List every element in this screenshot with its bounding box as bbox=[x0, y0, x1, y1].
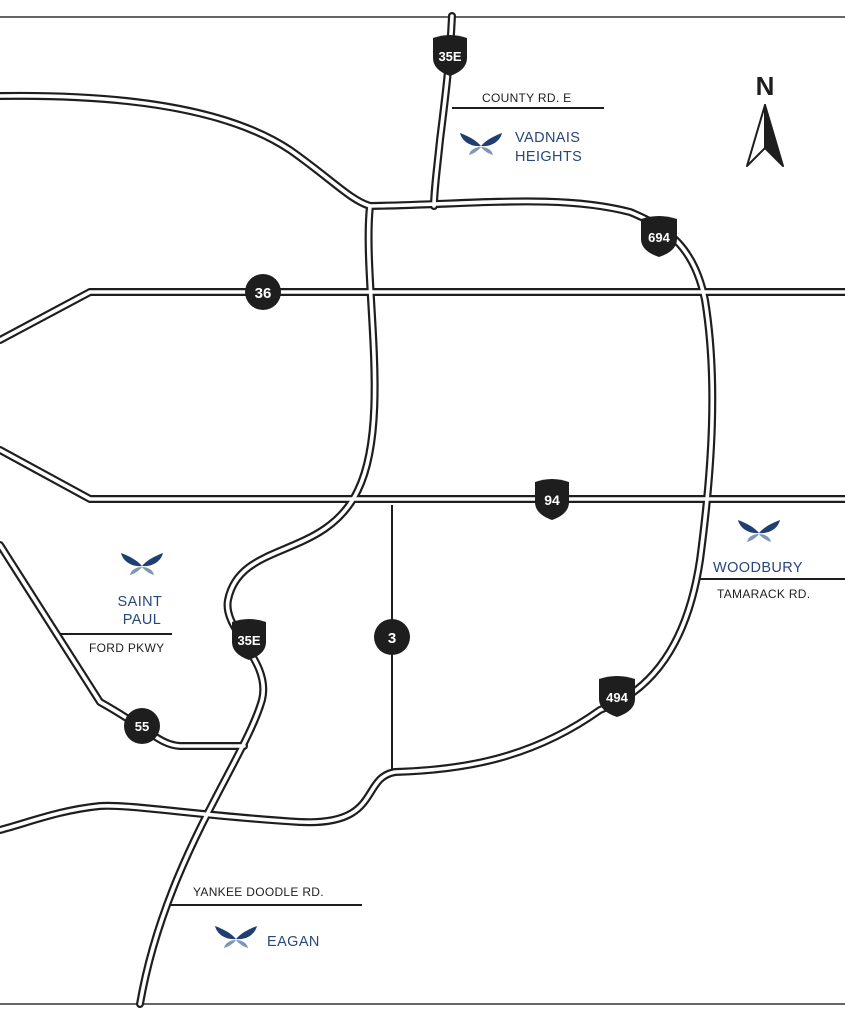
i494-shield-text: 494 bbox=[606, 690, 628, 705]
heights-label-line: HEIGHTS bbox=[515, 149, 582, 165]
paul-label-line: PAUL bbox=[123, 612, 161, 628]
hwy-55-shield-text: 55 bbox=[135, 719, 149, 734]
eagan-label: EAGAN bbox=[267, 934, 320, 950]
woodbury-label: WOODBURY bbox=[713, 560, 803, 576]
hwy-3-shield: 3 bbox=[374, 619, 410, 655]
i35e-south-shield: 35E bbox=[232, 619, 266, 660]
north-arrow-icon: N bbox=[746, 71, 784, 167]
hwy-36-shield: 36 bbox=[245, 274, 281, 310]
hwy-36-shield-text: 36 bbox=[255, 285, 272, 302]
hwy-55-shield: 55 bbox=[124, 708, 160, 744]
north-label: N bbox=[756, 71, 775, 101]
i94-shield-text: 94 bbox=[544, 492, 560, 508]
saint-paul-label: SAINT PAUL bbox=[118, 594, 167, 628]
i494-shield: 494 bbox=[599, 676, 635, 717]
i35e-north-shield: 35E bbox=[433, 35, 467, 76]
ford-pkwy-label: FORD PKWY bbox=[89, 641, 164, 655]
i35e-north-shield-text: 35E bbox=[438, 49, 461, 64]
vadnais-label-line: VADNAIS bbox=[515, 130, 580, 146]
woodbury-butterfly-leaf-icon bbox=[738, 520, 780, 542]
hwy-3-shield-text: 3 bbox=[388, 630, 396, 647]
i694-shield: 694 bbox=[641, 216, 677, 257]
vadnais-heights-label: VADNAIS HEIGHTS bbox=[515, 130, 585, 165]
eagan-butterfly-leaf-icon bbox=[215, 926, 257, 948]
i94-shield: 94 bbox=[535, 479, 569, 520]
vadnais-heights-butterfly-leaf-icon bbox=[460, 133, 502, 155]
highway-fills bbox=[0, 14, 845, 1006]
county-rd-e-label: COUNTY RD. E bbox=[482, 91, 571, 105]
i694-shield-text: 694 bbox=[648, 230, 670, 245]
yankee-doodle-rd-label: YANKEE DOODLE RD. bbox=[193, 885, 324, 899]
i35e-south-shield-text: 35E bbox=[237, 633, 260, 648]
highway-casings bbox=[0, 12, 845, 1008]
tamarack-rd-label: TAMARACK RD. bbox=[717, 587, 810, 601]
saint-label-line: SAINT bbox=[118, 594, 162, 610]
saint-paul-butterfly-leaf-icon bbox=[121, 553, 163, 575]
